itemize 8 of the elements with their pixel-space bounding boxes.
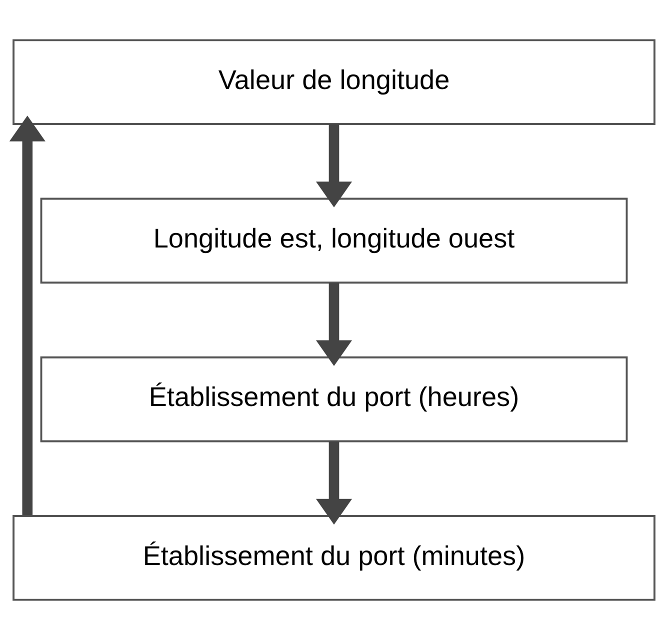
node-box: Établissement du port (heures)	[40, 356, 628, 442]
node-box: Établissement du port (minutes)	[12, 515, 656, 601]
node-box: Longitude est, longitude ouest	[40, 198, 628, 284]
arrow	[9, 116, 46, 516]
arrow	[316, 441, 352, 525]
arrow	[316, 282, 352, 366]
arrow	[316, 124, 352, 208]
node-box: Valeur de longitude	[12, 39, 656, 125]
